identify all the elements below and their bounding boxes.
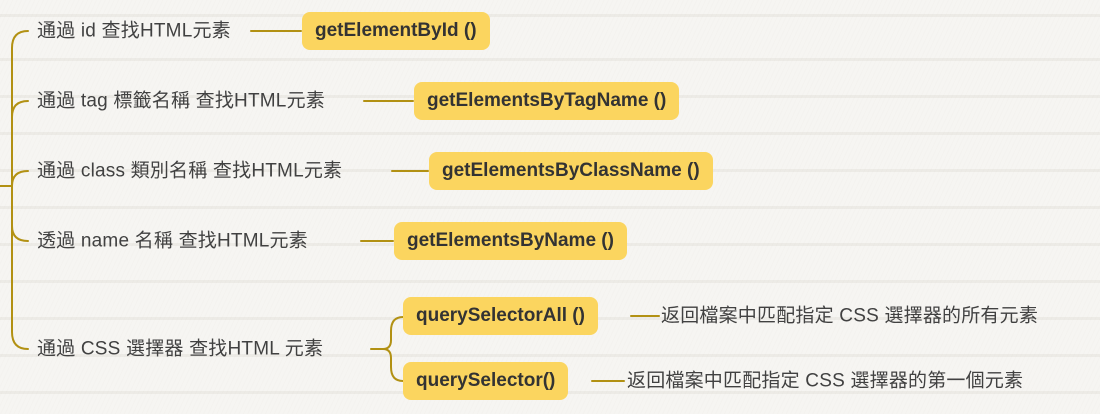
method-topic-getelementsbytagname[interactable]: getElementsByTagName ()	[414, 82, 680, 120]
trunk-line	[11, 30, 29, 350]
branch-label-tag[interactable]: 通過 tag 標籤名稱 查找HTML元素	[37, 90, 325, 112]
bracket-bottom	[382, 348, 404, 382]
branch-label-name[interactable]: 透過 name 名稱 查找HTML元素	[37, 230, 308, 252]
description-queryselector[interactable]: 返回檔案中匹配指定 CSS 選擇器的第一個元素	[627, 370, 1024, 392]
branch-label-class[interactable]: 通過 class 類別名稱 查找HTML元素	[37, 160, 343, 182]
branch-elbow-tag	[11, 100, 29, 118]
method-topic-getelementsbyclassname[interactable]: getElementsByClassName ()	[429, 152, 713, 190]
branch-elbow-name	[11, 225, 29, 242]
method-topic-getelementsbyname[interactable]: getElementsByName ()	[394, 222, 627, 260]
branch-elbow-class	[11, 170, 29, 187]
bracket-top	[382, 316, 404, 350]
method-topic-getelementbyid[interactable]: getElementById ()	[302, 12, 490, 50]
branch-label-css-selector[interactable]: 通過 CSS 選擇器 查找HTML 元素	[37, 338, 324, 360]
method-topic-queryselector[interactable]: querySelector()	[403, 362, 569, 400]
description-queryselectorall[interactable]: 返回檔案中匹配指定 CSS 選擇器的所有元素	[661, 305, 1039, 327]
method-topic-queryselectorall[interactable]: querySelectorAll ()	[403, 297, 598, 335]
branch-label-id[interactable]: 通過 id 查找HTML元素	[37, 20, 231, 42]
